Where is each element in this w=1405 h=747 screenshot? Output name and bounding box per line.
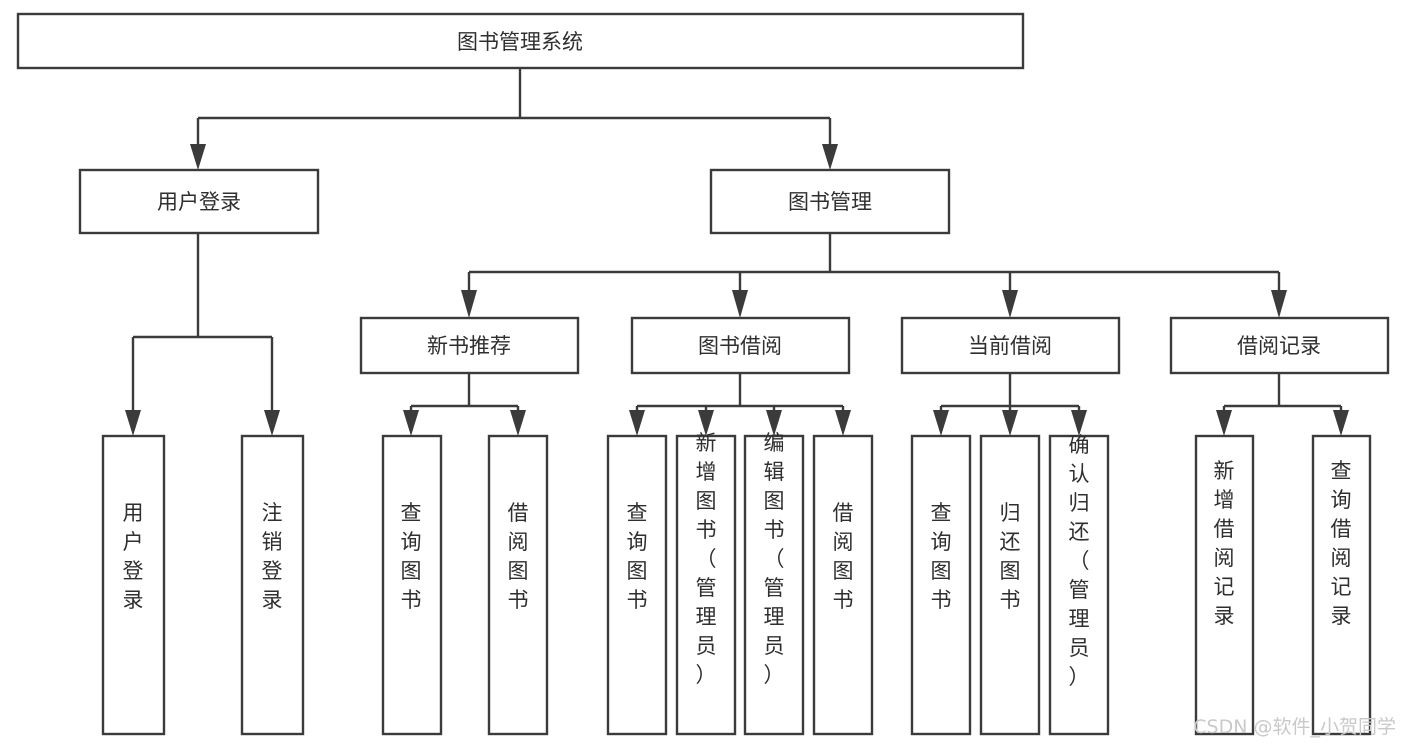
arrowhead-book-borrow-leaf-3 xyxy=(766,410,782,436)
arrowhead-current-borrow-leaf-2 xyxy=(1002,410,1018,436)
leaf-record-query-box[interactable] xyxy=(1311,434,1372,736)
leaf-borrow-edit-book[interactable]: 编辑图书（管理员） xyxy=(743,431,805,736)
leaf-new-book-query-box[interactable] xyxy=(381,434,443,736)
leaf-record-add[interactable]: 新增借阅记录 xyxy=(1194,434,1255,736)
arrowhead-current-borrow-leaf-3 xyxy=(1071,410,1087,436)
leaf-current-confirm-return[interactable]: 确认归还（管理员） xyxy=(1048,433,1110,736)
arrowhead-book-borrow-leaf-1 xyxy=(629,410,645,436)
arrowhead-borrow-record-leaf-2 xyxy=(1333,410,1349,436)
arrowhead-book-borrow-leaf-4 xyxy=(835,410,851,436)
node-root-label: 图书管理系统 xyxy=(457,30,583,54)
arrowhead-new-book-leaf-1 xyxy=(403,410,419,436)
arrowhead-book-manage xyxy=(822,144,838,170)
arrowhead-book-borrow xyxy=(732,290,748,318)
leaf-new-book-borrow-box[interactable] xyxy=(487,434,549,736)
leaf-logout-login-label: 注销登录 xyxy=(262,501,283,612)
leaf-logout-login[interactable]: 注销登录 xyxy=(240,434,305,736)
node-book-manage[interactable]: 图书管理 xyxy=(709,168,951,235)
leaf-record-add-label: 新增借阅记录 xyxy=(1214,459,1235,628)
node-borrow-record-label: 借阅记录 xyxy=(1237,334,1321,358)
leaf-record-query[interactable]: 查询借阅记录 xyxy=(1311,434,1372,736)
leaf-user-login[interactable]: 用户登录 xyxy=(101,434,166,736)
leaf-record-add-box[interactable] xyxy=(1194,434,1255,736)
node-current-borrow-box[interactable] xyxy=(900,316,1121,375)
arrowhead-current-borrow-leaf-1 xyxy=(933,410,949,436)
node-current-borrow-label: 当前借阅 xyxy=(968,334,1052,358)
node-borrow-record-box[interactable] xyxy=(1169,316,1390,375)
leaf-borrow-edit-book-label: 编辑图书（管理员） xyxy=(764,431,785,687)
node-user-login[interactable]: 用户登录 xyxy=(78,168,320,235)
node-book-manage-box[interactable] xyxy=(709,168,951,235)
leaf-current-confirm-return-box[interactable] xyxy=(1048,434,1110,736)
leaf-borrow-add-book-label: 新增图书（管理员） xyxy=(696,431,717,687)
leaf-borrow-edit-book-box[interactable] xyxy=(743,434,805,736)
leaf-borrow-add-book[interactable]: 新增图书（管理员） xyxy=(675,431,737,736)
leaf-borrow-query-book[interactable]: 查询图书 xyxy=(606,434,668,736)
node-borrow-record[interactable]: 借阅记录 xyxy=(1169,316,1390,375)
node-current-borrow[interactable]: 当前借阅 xyxy=(900,316,1121,375)
node-book-borrow-label: 图书借阅 xyxy=(698,334,782,358)
leaf-borrow-borrow-book[interactable]: 借阅图书 xyxy=(812,434,874,736)
node-root-box[interactable] xyxy=(16,12,1025,70)
node-new-book-recommend-box[interactable] xyxy=(359,316,580,375)
leaf-current-query-book-label: 查询图书 xyxy=(931,501,952,612)
node-book-borrow-box[interactable] xyxy=(630,316,851,375)
node-user-login-label: 用户登录 xyxy=(157,190,241,214)
leaf-new-book-query-label: 查询图书 xyxy=(401,501,422,612)
leaf-current-query-book[interactable]: 查询图书 xyxy=(910,434,972,736)
leaf-logout-login-box[interactable] xyxy=(240,434,305,736)
node-root[interactable]: 图书管理系统 xyxy=(16,12,1025,70)
arrowhead-borrow-record-leaf-1 xyxy=(1216,410,1232,436)
leaf-current-return-book[interactable]: 归还图书 xyxy=(979,434,1041,736)
arrowhead-user-login xyxy=(190,144,206,170)
leaf-current-query-book-box[interactable] xyxy=(910,434,972,736)
leaf-borrow-query-book-label: 查询图书 xyxy=(627,501,648,612)
leaf-user-login-label: 用户登录 xyxy=(123,501,144,612)
node-new-book-recommend-label: 新书推荐 xyxy=(427,334,511,358)
leaf-borrow-borrow-book-box[interactable] xyxy=(812,434,874,736)
node-new-book-recommend[interactable]: 新书推荐 xyxy=(359,316,580,375)
leaf-new-book-borrow[interactable]: 借阅图书 xyxy=(487,434,549,736)
leaf-borrow-borrow-book-label: 借阅图书 xyxy=(833,501,854,612)
arrowhead-current-borrow xyxy=(1002,290,1018,318)
leaf-user-login-box[interactable] xyxy=(101,434,166,736)
leaf-borrow-query-book-box[interactable] xyxy=(606,434,668,736)
node-book-borrow[interactable]: 图书借阅 xyxy=(630,316,851,375)
arrowhead-borrow-record xyxy=(1271,290,1287,318)
node-book-manage-label: 图书管理 xyxy=(788,190,872,214)
arrowhead-leaf-user-login xyxy=(125,410,141,436)
arrowhead-book-borrow-leaf-2 xyxy=(698,410,714,436)
leaf-current-confirm-return-label: 确认归还（管理员） xyxy=(1069,433,1090,689)
connector-layer xyxy=(125,68,1349,436)
arrowhead-new-book-leaf-2 xyxy=(510,410,526,436)
arrowhead-leaf-logout-login xyxy=(264,410,280,436)
leaf-new-book-query[interactable]: 查询图书 xyxy=(381,434,443,736)
leaf-new-book-borrow-label: 借阅图书 xyxy=(508,501,529,612)
leaf-current-return-book-label: 归还图书 xyxy=(1000,501,1021,612)
leaf-record-query-label: 查询借阅记录 xyxy=(1331,459,1352,628)
node-user-login-box[interactable] xyxy=(78,168,320,235)
leaf-borrow-add-book-box[interactable] xyxy=(675,434,737,736)
arrowhead-new-book xyxy=(461,290,477,318)
leaf-current-return-book-box[interactable] xyxy=(979,434,1041,736)
csdn-watermark: CSDN @软件_小贺同学 xyxy=(1193,716,1396,738)
